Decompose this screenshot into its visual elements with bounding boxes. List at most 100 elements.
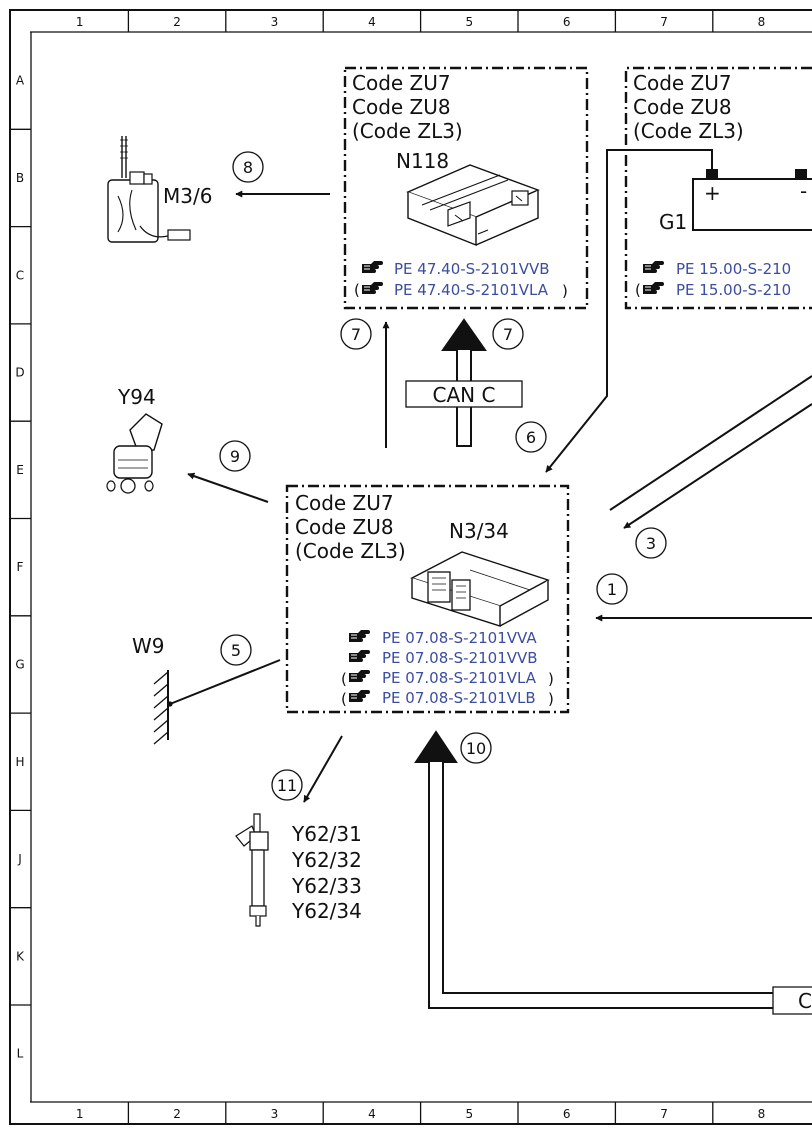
arrow-6-g1-to-n3-34 <box>545 149 713 473</box>
grid-col-label-bottom: 6 <box>563 1107 571 1121</box>
callout-1-number: 1 <box>607 580 617 599</box>
fuel-pump-icon <box>107 136 191 243</box>
grid-row-label: G <box>15 657 24 671</box>
callout-8: 8 <box>232 151 264 183</box>
g1-ref-1[interactable]: PE 15.00-S-210 <box>676 260 791 278</box>
n118-code-3: (Code ZL3) <box>352 119 463 143</box>
injector-label-2: Y62/32 <box>291 848 362 872</box>
callout-6-number: 6 <box>526 428 536 447</box>
grid-col-label-bottom: 2 <box>173 1107 181 1121</box>
grid-row-label: F <box>17 560 24 574</box>
g1-ref-2[interactable]: PE 15.00-S-210 <box>676 281 791 299</box>
callout-11-number: 11 <box>277 776 297 795</box>
injector-label-4: Y62/34 <box>291 899 362 923</box>
n118-ref-1[interactable]: PE 47.40-S-2101VVB <box>394 260 550 278</box>
n3-34-ref-2[interactable]: PE 07.08-S-2101VVB <box>382 649 538 667</box>
grid-row-label: K <box>16 949 25 963</box>
battery-icon: + - <box>692 169 812 231</box>
n3-34-code-1: Code ZU7 <box>295 491 394 515</box>
injector-icon <box>235 813 269 927</box>
box-g1: Code ZU7 Code ZU8 (Code ZL3) + - G1 PE 1… <box>624 66 812 310</box>
y94-label: Y94 <box>117 385 156 409</box>
callout-1: 1 <box>596 573 628 605</box>
g1-code-3: (Code ZL3) <box>633 119 744 143</box>
n118-ref-2-close-paren: ) <box>562 282 568 300</box>
grid-col-label-bottom: 4 <box>368 1107 376 1121</box>
grid-row-label: C <box>16 268 24 282</box>
callout-9: 9 <box>219 440 251 472</box>
grid-col-label-top: 1 <box>76 15 84 29</box>
can-c-label: CAN C <box>433 383 496 407</box>
callout-3: 3 <box>635 527 667 559</box>
callout-8-number: 8 <box>243 158 253 177</box>
n118-code-1: Code ZU7 <box>352 71 451 95</box>
box-n3-34: Code ZU7 Code ZU8 (Code ZL3) N3/34 PE 07… <box>285 484 570 714</box>
grid-col-label-top: 6 <box>563 15 571 29</box>
grid-row-label: J <box>17 852 22 866</box>
callout-3-number: 3 <box>646 534 656 553</box>
grid-row-label: D <box>15 366 24 380</box>
injector-label-1: Y62/31 <box>291 822 362 846</box>
arrow-9-to-y94 <box>187 472 269 503</box>
grid-ticks <box>10 10 714 1124</box>
callout-7a: 7 <box>340 318 372 350</box>
line-3a <box>609 375 812 511</box>
n3-34-ref-4[interactable]: PE 07.08-S-2101VLB <box>382 689 536 707</box>
bottom-bus-label-box <box>772 986 812 1015</box>
n118-module-icon <box>406 164 540 247</box>
grid-row-label: A <box>16 74 25 88</box>
n118-label: N118 <box>396 149 449 173</box>
n3-34-ref-3[interactable]: PE 07.08-S-2101VLA <box>382 669 537 687</box>
g1-label: G1 <box>659 210 687 234</box>
grid-row-label: H <box>15 755 24 769</box>
ecu-module-icon <box>410 551 550 627</box>
g1-ref-2-open-paren: ( <box>635 281 641 299</box>
ground-icon <box>153 670 173 745</box>
n118-code-2: Code ZU8 <box>352 95 451 119</box>
n3-34-code-3: (Code ZL3) <box>295 539 406 563</box>
valve-icon <box>106 413 163 494</box>
battery-plus: + <box>704 181 721 205</box>
callout-5: 5 <box>220 634 252 666</box>
grid-col-label-bottom: 8 <box>758 1107 766 1121</box>
n3-34-code-2: Code ZU8 <box>295 515 394 539</box>
battery-minus: - <box>800 179 807 203</box>
grid-col-label-top: 5 <box>465 15 473 29</box>
m3-6-label: M3/6 <box>163 184 212 208</box>
callout-11: 11 <box>271 769 303 801</box>
arrow-11-to-injectors <box>303 735 343 803</box>
callout-5-number: 5 <box>231 641 241 660</box>
bottom-bus-label: C <box>798 989 812 1013</box>
can-c-label-box <box>405 380 523 408</box>
n3-34-label: N3/34 <box>449 519 509 543</box>
n118-ref-2[interactable]: PE 47.40-S-2101VLA <box>394 281 549 299</box>
n3-34-ref-3-open-paren: ( <box>341 670 347 688</box>
grid-col-label-top: 7 <box>660 15 668 29</box>
n3-34-ref-3-close-paren: ) <box>548 670 554 688</box>
grid-col-label-bottom: 7 <box>660 1107 668 1121</box>
callout-9-number: 9 <box>230 447 240 466</box>
grid-row-label: E <box>16 463 24 477</box>
grid-col-label-bottom: 1 <box>76 1107 84 1121</box>
n3-34-ref-1[interactable]: PE 07.08-S-2101VVA <box>382 629 537 647</box>
grid-col-label-top: 4 <box>368 15 376 29</box>
line-5-to-w9 <box>169 659 281 705</box>
n118-ref-2-open-paren: ( <box>354 281 360 299</box>
w9-label: W9 <box>132 634 165 658</box>
callout-7b: 7 <box>492 318 524 350</box>
callout-7a-number: 7 <box>351 325 361 344</box>
callout-10: 10 <box>460 732 492 764</box>
n3-34-ref-4-open-paren: ( <box>341 690 347 708</box>
grid-row-label: L <box>17 1047 24 1061</box>
callout-10-number: 10 <box>466 739 486 758</box>
bottom-bus-arrow <box>414 730 812 1009</box>
grid-col-label-top: 2 <box>173 15 181 29</box>
n3-34-ref-4-close-paren: ) <box>548 690 554 708</box>
arrow-3-to-n3-34 <box>623 403 812 529</box>
grid-row-label: B <box>16 171 24 185</box>
grid-col-label-top: 3 <box>271 15 279 29</box>
g1-code-1: Code ZU7 <box>633 71 732 95</box>
callout-7b-number: 7 <box>503 325 513 344</box>
